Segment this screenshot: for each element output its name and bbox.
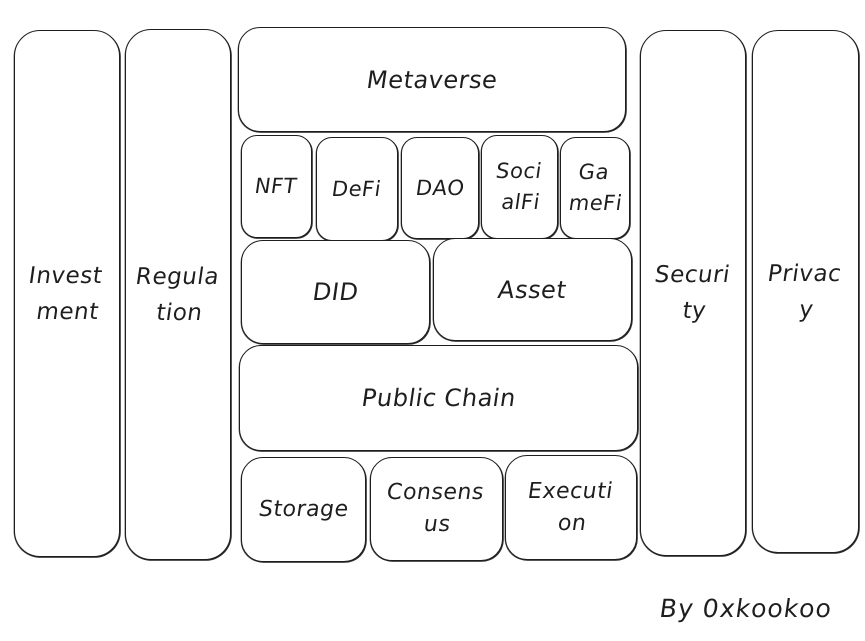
privacy-pillar: Privac y	[752, 30, 859, 553]
socialfi-label: Soci alFi	[495, 159, 543, 214]
public-chain-layer: Public Chain	[239, 345, 638, 451]
privacy-label: Privac y	[767, 260, 842, 323]
execution-label: Executi on	[527, 478, 614, 536]
storage-label: Storage	[258, 496, 349, 522]
socialfi-block: Soci alFi	[481, 135, 558, 239]
security-pillar: Securi ty	[640, 30, 746, 556]
consensus-block: Consens us	[370, 457, 503, 561]
regulation-label: Regula tion	[134, 263, 220, 326]
security-label: Securi ty	[653, 262, 731, 324]
storage-block: Storage	[241, 457, 366, 562]
did-label: DID	[311, 278, 359, 306]
defi-label: DeFi	[331, 176, 383, 201]
investment-pillar: Invest ment	[14, 30, 120, 557]
author-credit: By 0xkookoo	[659, 594, 833, 623]
asset-block: Asset	[433, 238, 632, 341]
did-block: DID	[241, 240, 430, 344]
dao-block: DAO	[401, 137, 479, 239]
gamefi-block: Ga meFi	[560, 137, 630, 239]
public-chain-label: Public Chain	[360, 384, 517, 412]
consensus-label: Consens us	[386, 480, 485, 537]
gamefi-label: Ga meFi	[568, 160, 624, 215]
metaverse-label: Metaverse	[366, 65, 498, 94]
asset-label: Asset	[497, 275, 568, 304]
investment-label: Invest ment	[28, 262, 104, 325]
metaverse-layer: Metaverse	[238, 27, 626, 132]
defi-block: DeFi	[316, 137, 398, 241]
execution-block: Executi on	[505, 455, 637, 560]
nft-label: NFT	[254, 174, 299, 198]
nft-block: NFT	[241, 135, 312, 238]
regulation-pillar: Regula tion	[125, 29, 231, 560]
dao-label: DAO	[415, 175, 465, 200]
